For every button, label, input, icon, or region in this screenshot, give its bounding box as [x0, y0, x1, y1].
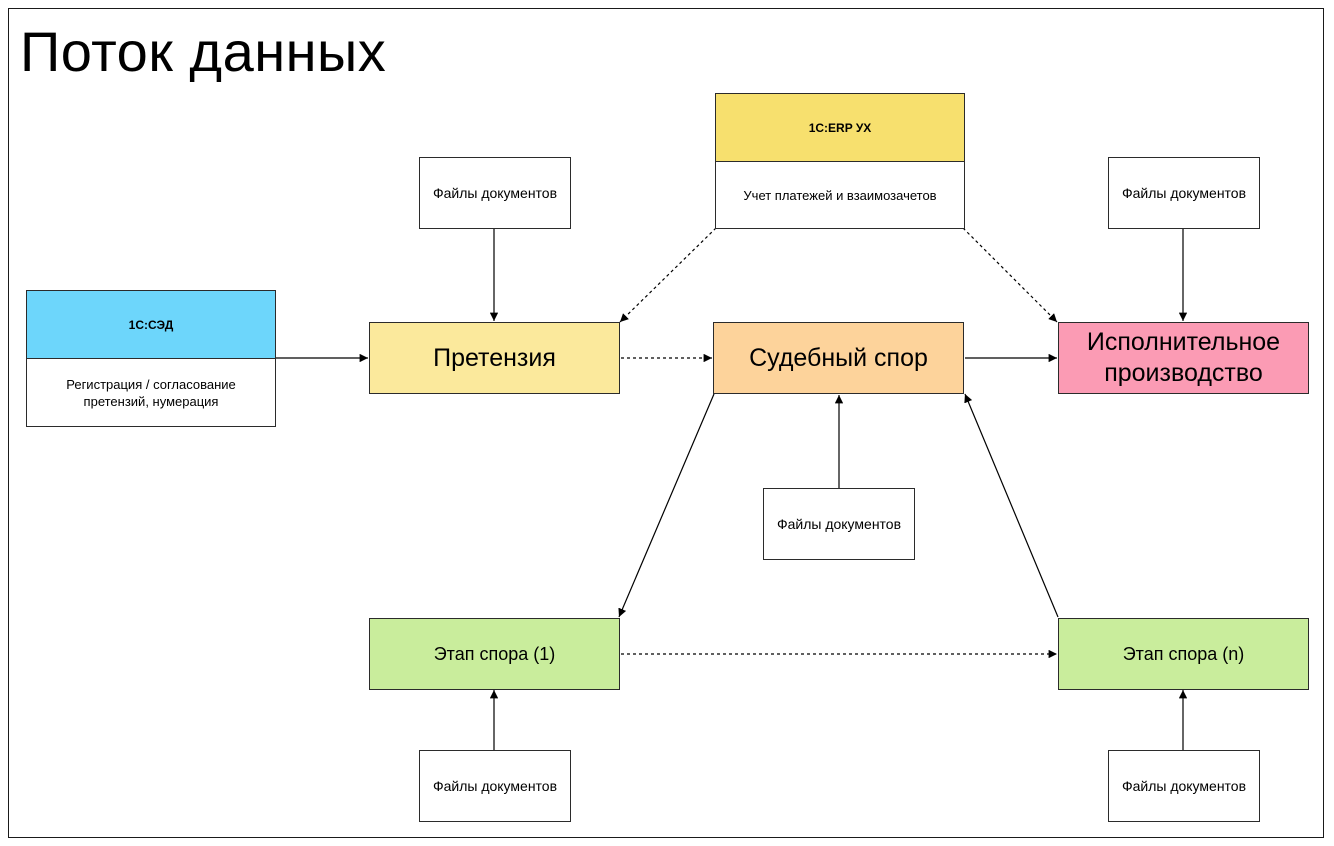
- node-claim: Претензия: [369, 322, 620, 394]
- node-stage-n: Этап спора (n): [1058, 618, 1309, 690]
- edge-erp-to-claim: [619, 227, 717, 323]
- files-box-stage-1: Файлы документов: [419, 750, 571, 822]
- diagram-frame: [8, 8, 1324, 838]
- files-box-stage-n: Файлы документов: [1108, 750, 1260, 822]
- files-box-dispute: Файлы документов: [763, 488, 915, 560]
- files-box-claim: Файлы документов: [419, 157, 571, 229]
- node-enforcement: Исполнительное производство: [1058, 322, 1309, 394]
- page-title: Поток данных: [20, 20, 387, 83]
- files-box-enforcement: Файлы документов: [1108, 157, 1260, 229]
- system-erp-card: 1С:ERP УХ Учет платежей и взаимозачетов: [715, 93, 965, 229]
- system-sed-description: Регистрация / согласование претензий, ну…: [66, 376, 236, 409]
- node-stage-1: Этап спора (1): [369, 618, 620, 690]
- edge-dispute-to-stage-1: [618, 393, 715, 618]
- system-sed-card: 1С:СЭД Регистрация / согласование претен…: [26, 290, 276, 427]
- edge-erp-to-enforcement: [962, 227, 1058, 323]
- edge-stage-n-to-dispute: [964, 393, 1059, 618]
- system-erp-description: Учет платежей и взаимозачетов: [743, 187, 937, 203]
- node-dispute: Судебный спор: [713, 322, 964, 394]
- system-sed-header: 1С:СЭД: [27, 291, 275, 359]
- system-erp-header: 1С:ERP УХ: [716, 94, 964, 162]
